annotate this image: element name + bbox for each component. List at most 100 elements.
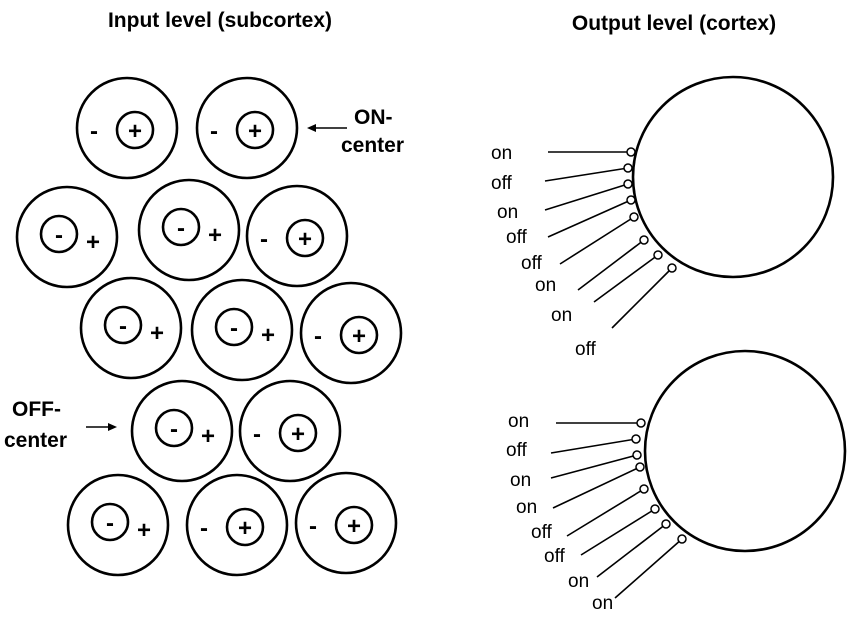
synapse-terminal xyxy=(661,519,671,529)
inner-center-ring xyxy=(39,214,79,254)
outer-surround-ring xyxy=(66,473,170,577)
input-label: on xyxy=(508,411,529,432)
on-center-receptive-field: +- xyxy=(185,473,289,577)
synapse-terminal xyxy=(653,250,663,260)
outer-surround-ring xyxy=(15,185,119,289)
synapse-terminal xyxy=(632,450,642,460)
surround-sign: + xyxy=(201,423,215,450)
center-sign: + xyxy=(347,513,361,540)
input-label: on xyxy=(516,497,537,518)
outer-surround-ring xyxy=(190,278,294,382)
input-label: on xyxy=(535,275,556,296)
input-line-on: on xyxy=(592,534,687,614)
input-label: off xyxy=(544,546,566,567)
surround-sign: - xyxy=(90,118,98,145)
inner-center-ring xyxy=(285,218,325,258)
synapse-terminal xyxy=(639,235,649,245)
surround-sign: + xyxy=(86,229,100,256)
input-line xyxy=(593,254,659,303)
center-sign: + xyxy=(352,323,366,350)
off-center-receptive-field: -+ xyxy=(130,379,234,483)
off-center-receptive-field: -+ xyxy=(66,473,170,577)
synapse-terminal xyxy=(667,263,677,273)
on-center-label-line1: ON- xyxy=(354,106,393,129)
center-sign: - xyxy=(119,313,127,340)
inner-center-ring xyxy=(161,207,201,247)
input-line-off: off xyxy=(506,434,641,461)
off-center-receptive-field: -+ xyxy=(137,178,241,282)
synapse-terminal xyxy=(631,434,641,444)
inner-center-ring xyxy=(103,305,143,345)
input-line-off: off xyxy=(491,163,633,194)
synapse-terminal xyxy=(650,504,660,514)
input-line-on: on xyxy=(497,179,633,223)
surround-sign: - xyxy=(210,118,218,145)
on-center-receptive-field: +- xyxy=(238,379,342,483)
input-label: on xyxy=(568,571,589,592)
inner-center-ring xyxy=(334,505,374,545)
input-label: on xyxy=(592,593,613,614)
input-line xyxy=(544,167,629,182)
inner-center-ring xyxy=(90,502,130,542)
center-sign: + xyxy=(291,421,305,448)
center-sign: + xyxy=(298,226,312,253)
input-line xyxy=(552,466,641,509)
input-line-on: on xyxy=(491,143,636,164)
outer-surround-ring xyxy=(294,471,398,575)
inner-center-ring xyxy=(154,408,194,448)
surround-sign: - xyxy=(260,226,268,253)
outer-surround-ring xyxy=(238,379,342,483)
on-center-receptive-field: +- xyxy=(75,76,179,180)
inner-center-ring xyxy=(115,110,155,150)
synapse-terminal xyxy=(635,462,645,472)
input-line xyxy=(611,267,673,329)
outer-surround-ring xyxy=(75,76,179,180)
synapse-terminal xyxy=(629,212,639,222)
input-line xyxy=(550,438,637,454)
on-center-receptive-field: +- xyxy=(245,184,349,288)
outer-surround-ring xyxy=(185,473,289,577)
outer-surround-ring xyxy=(79,276,183,380)
input-line xyxy=(550,454,638,479)
synapse-terminal xyxy=(677,534,687,544)
cortical-cell-body xyxy=(631,75,835,279)
input-label: on xyxy=(497,202,518,223)
synapse-terminal xyxy=(626,195,636,205)
inner-center-ring xyxy=(278,413,318,453)
input-line-on: on xyxy=(508,411,646,432)
synapse-terminal xyxy=(639,484,649,494)
off-center-label-line1: OFF- xyxy=(12,398,61,421)
inner-center-ring xyxy=(339,315,379,355)
center-sign: - xyxy=(170,416,178,443)
center-sign: + xyxy=(238,515,252,542)
synapse-terminal xyxy=(636,418,646,428)
surround-sign: + xyxy=(150,320,164,347)
center-sign: - xyxy=(177,215,185,242)
surround-sign: + xyxy=(261,322,275,349)
inner-center-ring xyxy=(214,307,254,347)
surround-sign: - xyxy=(314,323,322,350)
input-line-off: off xyxy=(575,263,677,360)
input-label: off xyxy=(531,522,553,543)
input-label: on xyxy=(551,305,572,326)
surround-sign: + xyxy=(137,517,151,544)
input-line-on: on xyxy=(568,519,671,592)
surround-sign: - xyxy=(253,421,261,448)
input-line-off: off xyxy=(506,195,636,248)
input-receptive-fields: +-+--+-++--+-++--++--++-+- xyxy=(15,76,403,577)
synapse-terminal xyxy=(626,147,636,157)
center-sign: - xyxy=(106,510,114,537)
input-label: on xyxy=(491,143,512,164)
input-level-title: Input level (subcortex) xyxy=(108,9,332,32)
input-line-on: on xyxy=(516,462,645,518)
surround-sign: + xyxy=(208,222,222,249)
center-sign: + xyxy=(128,118,142,145)
input-label: off xyxy=(521,253,543,274)
input-line xyxy=(559,216,635,265)
input-line xyxy=(566,488,645,537)
center-sign: + xyxy=(248,118,262,145)
off-center-receptive-field: -+ xyxy=(79,276,183,380)
